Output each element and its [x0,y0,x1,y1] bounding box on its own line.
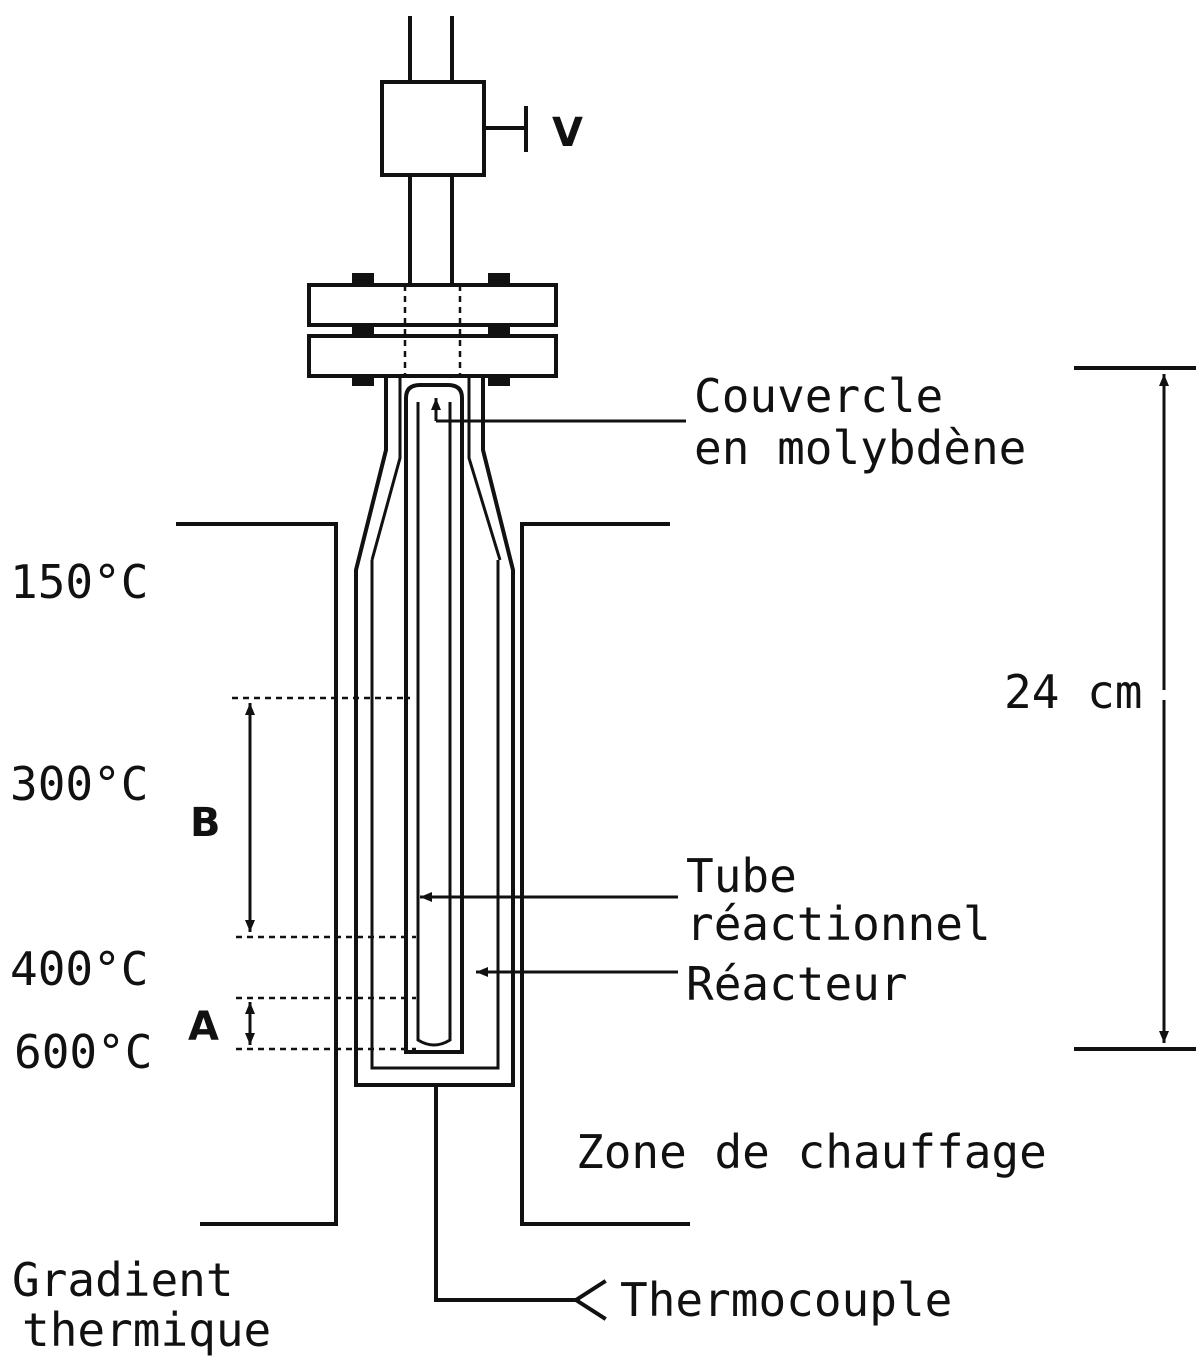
zone-a-label: A [188,1004,219,1050]
thermocouple-label: Thermocouple [620,1273,952,1327]
valve-label: V [552,110,583,156]
bolt-end [352,376,374,386]
bolt-end [488,376,510,386]
zone-b-label: B [190,800,221,846]
temp-400-label: 400°C [10,942,148,996]
lid-label-line1: Couvercle [694,369,943,423]
temp-300-label: 300°C [10,757,148,811]
furnace [176,522,690,1226]
heating-zone-label: Zone de chauffage [576,1125,1047,1179]
bolt-head [352,273,374,285]
length-dimension [1074,366,1196,1051]
gas-inlet-pipe [408,16,454,287]
bolt-nut [488,325,510,336]
bolt-nut [352,325,374,336]
reaction-tube [404,383,464,1054]
tube-label-line2: réactionnel [686,897,991,951]
lid-leader [431,398,686,423]
temp-150-label: 150°C [10,555,148,609]
gradient-label-line1: Gradient [12,1253,234,1307]
reactor-vessel [354,374,515,1087]
length-label: 24 cm [1004,665,1142,719]
lid-label-line2: en molybdène [694,421,1026,475]
bolt-head [488,273,510,285]
reactor-label: Réacteur [686,957,908,1011]
zone-lines [232,696,416,1051]
temp-600-label: 600°C [14,1025,152,1079]
gradient-label-line2: thermique [22,1303,271,1356]
flange-assembly [307,273,558,386]
valve [380,80,528,177]
thermocouple-wire [434,1083,607,1321]
tube-label-line1: Tube [686,849,797,903]
